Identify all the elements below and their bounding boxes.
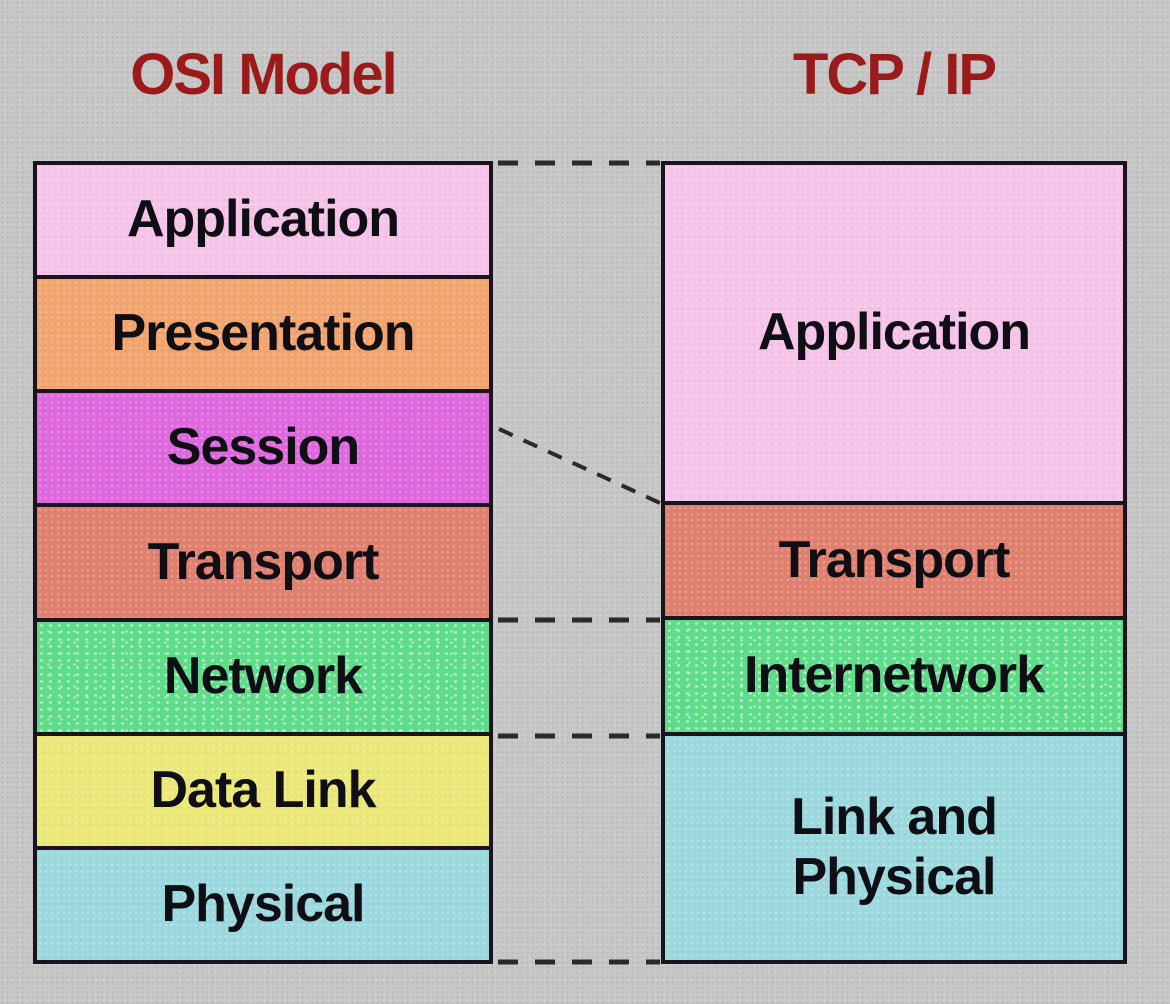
tcpip-layer-transport-label: Transport [778,530,1011,589]
osi-layer-data-link-label: Data Link [150,760,376,819]
tcpip-title: TCP / IP [792,42,997,107]
osi-layer-transport-label: Transport [147,532,380,591]
tcpip-stack: Application Transport Internetwork Link … [661,161,1127,964]
osi-layer-presentation: Presentation [37,275,489,390]
tcpip-layer-internetwork-label: Internetwork [743,646,1045,705]
osi-layer-session-label: Session [166,418,360,477]
tcpip-layer-application: Application [665,165,1123,501]
tcpip-layer-link-physical-label: Link and Physical [791,788,998,907]
osi-layer-application: Application [37,165,489,276]
osi-layer-application-label: Application [126,190,400,249]
osi-layer-presentation-label: Presentation [111,304,416,363]
osi-layer-data-link: Data Link [37,731,489,846]
connector-session-transport-diagonal-dashed-line [498,427,661,505]
tcpip-layer-application-label: Application [757,302,1031,361]
tcpip-layer-transport: Transport [665,500,1123,617]
osi-model-title: OSI Model [130,42,398,107]
tcpip-layer-link-physical: Link and Physical [665,732,1123,961]
osi-layer-session: Session [37,389,489,504]
osi-layer-network-label: Network [163,646,363,705]
osi-layer-physical-label: Physical [161,875,365,934]
tcpip-layer-internetwork: Internetwork [665,616,1123,733]
osi-stack: Application Presentation Session Transpo… [33,161,493,964]
osi-layer-transport: Transport [37,503,489,618]
osi-layer-physical: Physical [37,845,489,960]
osi-layer-network: Network [37,617,489,732]
